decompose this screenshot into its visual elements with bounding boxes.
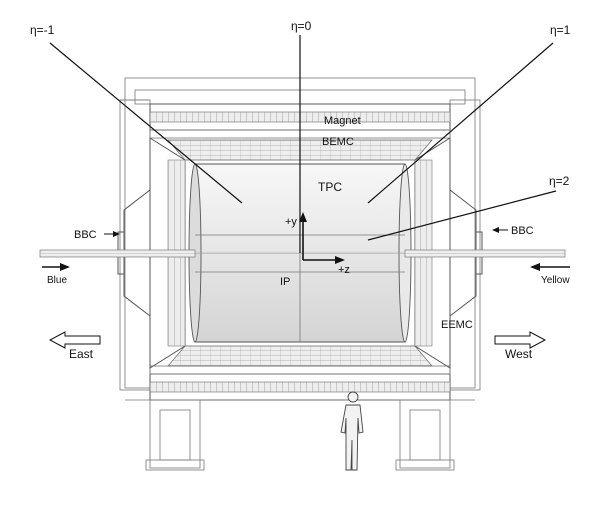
bemc-band-bottom bbox=[167, 345, 433, 367]
label-bbc-left: BBC bbox=[74, 229, 97, 241]
magnet-band-bottom bbox=[149, 365, 451, 401]
label-plus-y: +y bbox=[285, 216, 297, 228]
label-bbc-right: BBC bbox=[511, 225, 534, 237]
label-eta-2: η=2 bbox=[549, 174, 570, 188]
beam-direction-arrows bbox=[42, 263, 570, 271]
z-axis-arrowhead bbox=[335, 256, 345, 264]
west-arrow bbox=[494, 331, 547, 349]
label-plus-z: +z bbox=[338, 264, 350, 276]
bbc-arrows bbox=[104, 227, 508, 237]
label-tpc: TPC bbox=[318, 180, 342, 194]
label-ip: IP bbox=[280, 276, 290, 288]
support-legs bbox=[125, 399, 475, 471]
label-eta-minus1: η=-1 bbox=[30, 23, 55, 37]
coordinate-axes bbox=[299, 212, 345, 264]
label-yellow: Yellow bbox=[541, 275, 570, 286]
label-magnet: Magnet bbox=[324, 115, 361, 127]
label-blue: Blue bbox=[47, 275, 67, 286]
east-arrow bbox=[48, 331, 101, 349]
eta-lines bbox=[49, 35, 557, 253]
label-eta-1: η=1 bbox=[550, 23, 571, 37]
label-eta-0: η=0 bbox=[291, 19, 312, 33]
east-west-arrows bbox=[48, 331, 547, 349]
label-east: East bbox=[69, 347, 94, 361]
label-west: West bbox=[505, 347, 533, 361]
eta-1-line bbox=[367, 42, 554, 204]
person-silhouette bbox=[340, 391, 364, 471]
label-eemc: EEMC bbox=[441, 319, 473, 331]
eta-minus1-line bbox=[49, 42, 243, 204]
eta-2-line bbox=[367, 190, 557, 241]
y-axis-arrowhead bbox=[299, 212, 307, 222]
label-bemc: BEMC bbox=[322, 136, 354, 148]
